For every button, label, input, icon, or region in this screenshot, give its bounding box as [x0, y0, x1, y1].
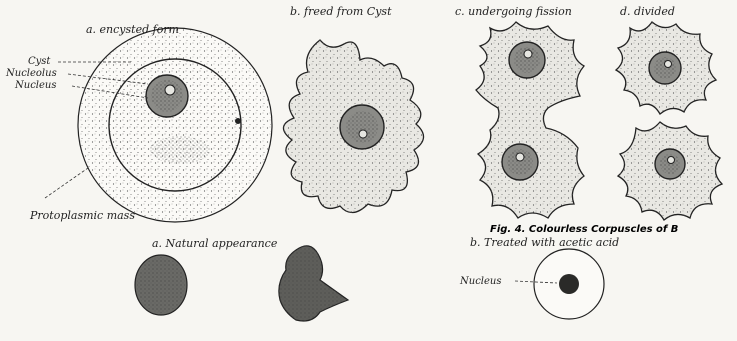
- natural-appearance-figure: a. Natural appearance: [135, 237, 348, 321]
- divided-figure: d. divided: [616, 5, 722, 220]
- label-encysted-form: a. encysted form: [86, 23, 179, 36]
- figure-caption: Fig. 4. Colourless Corpuscles of B: [490, 224, 678, 235]
- freed-from-cyst-figure: b. freed from Cyst: [283, 5, 423, 213]
- divided-nucleolus-bottom: [668, 157, 675, 164]
- label-divided: d. divided: [620, 5, 675, 18]
- label-cyst: Cyst: [28, 56, 51, 67]
- protoplasm-dark-patch: [150, 136, 210, 164]
- label-protoplasmic-mass: Protoplasmic mass: [29, 209, 135, 222]
- natural-irregular-texture: [279, 246, 348, 321]
- encysted-dark-spot: [235, 118, 241, 124]
- encysted-nucleolus: [165, 85, 175, 95]
- label-nucleolus: Nucleolus: [5, 68, 57, 79]
- encysted-nucleus-inner: [151, 80, 183, 112]
- fission-figure: c. undergoing fission: [455, 5, 584, 218]
- label-freed-from-cyst: b. freed from Cyst: [290, 5, 392, 18]
- acetic-nucleus: [559, 274, 579, 294]
- freed-nucleolus: [359, 130, 367, 138]
- natural-round-texture: [137, 257, 185, 313]
- label-nucleus: Nucleus: [14, 80, 56, 91]
- fission-nucleolus-top: [524, 50, 532, 58]
- divided-nucleus-top-inner: [654, 57, 676, 79]
- label-nucleus-b: Nucleus: [459, 276, 501, 287]
- fission-nucleolus-bottom: [516, 153, 524, 161]
- divided-nucleolus-top: [665, 61, 672, 68]
- encysted-form-figure: a. encysted form Cyst Nucleolus Nucleus …: [5, 23, 272, 222]
- label-treated-acetic-acid: b. Treated with acetic acid: [470, 236, 619, 249]
- label-undergoing-fission: c. undergoing fission: [455, 5, 572, 18]
- label-natural-appearance: a. Natural appearance: [152, 237, 278, 250]
- protoplasmic-mass-leader: [45, 168, 88, 198]
- acetic-acid-figure: Fig. 4. Colourless Corpuscles of B b. Tr…: [459, 224, 678, 319]
